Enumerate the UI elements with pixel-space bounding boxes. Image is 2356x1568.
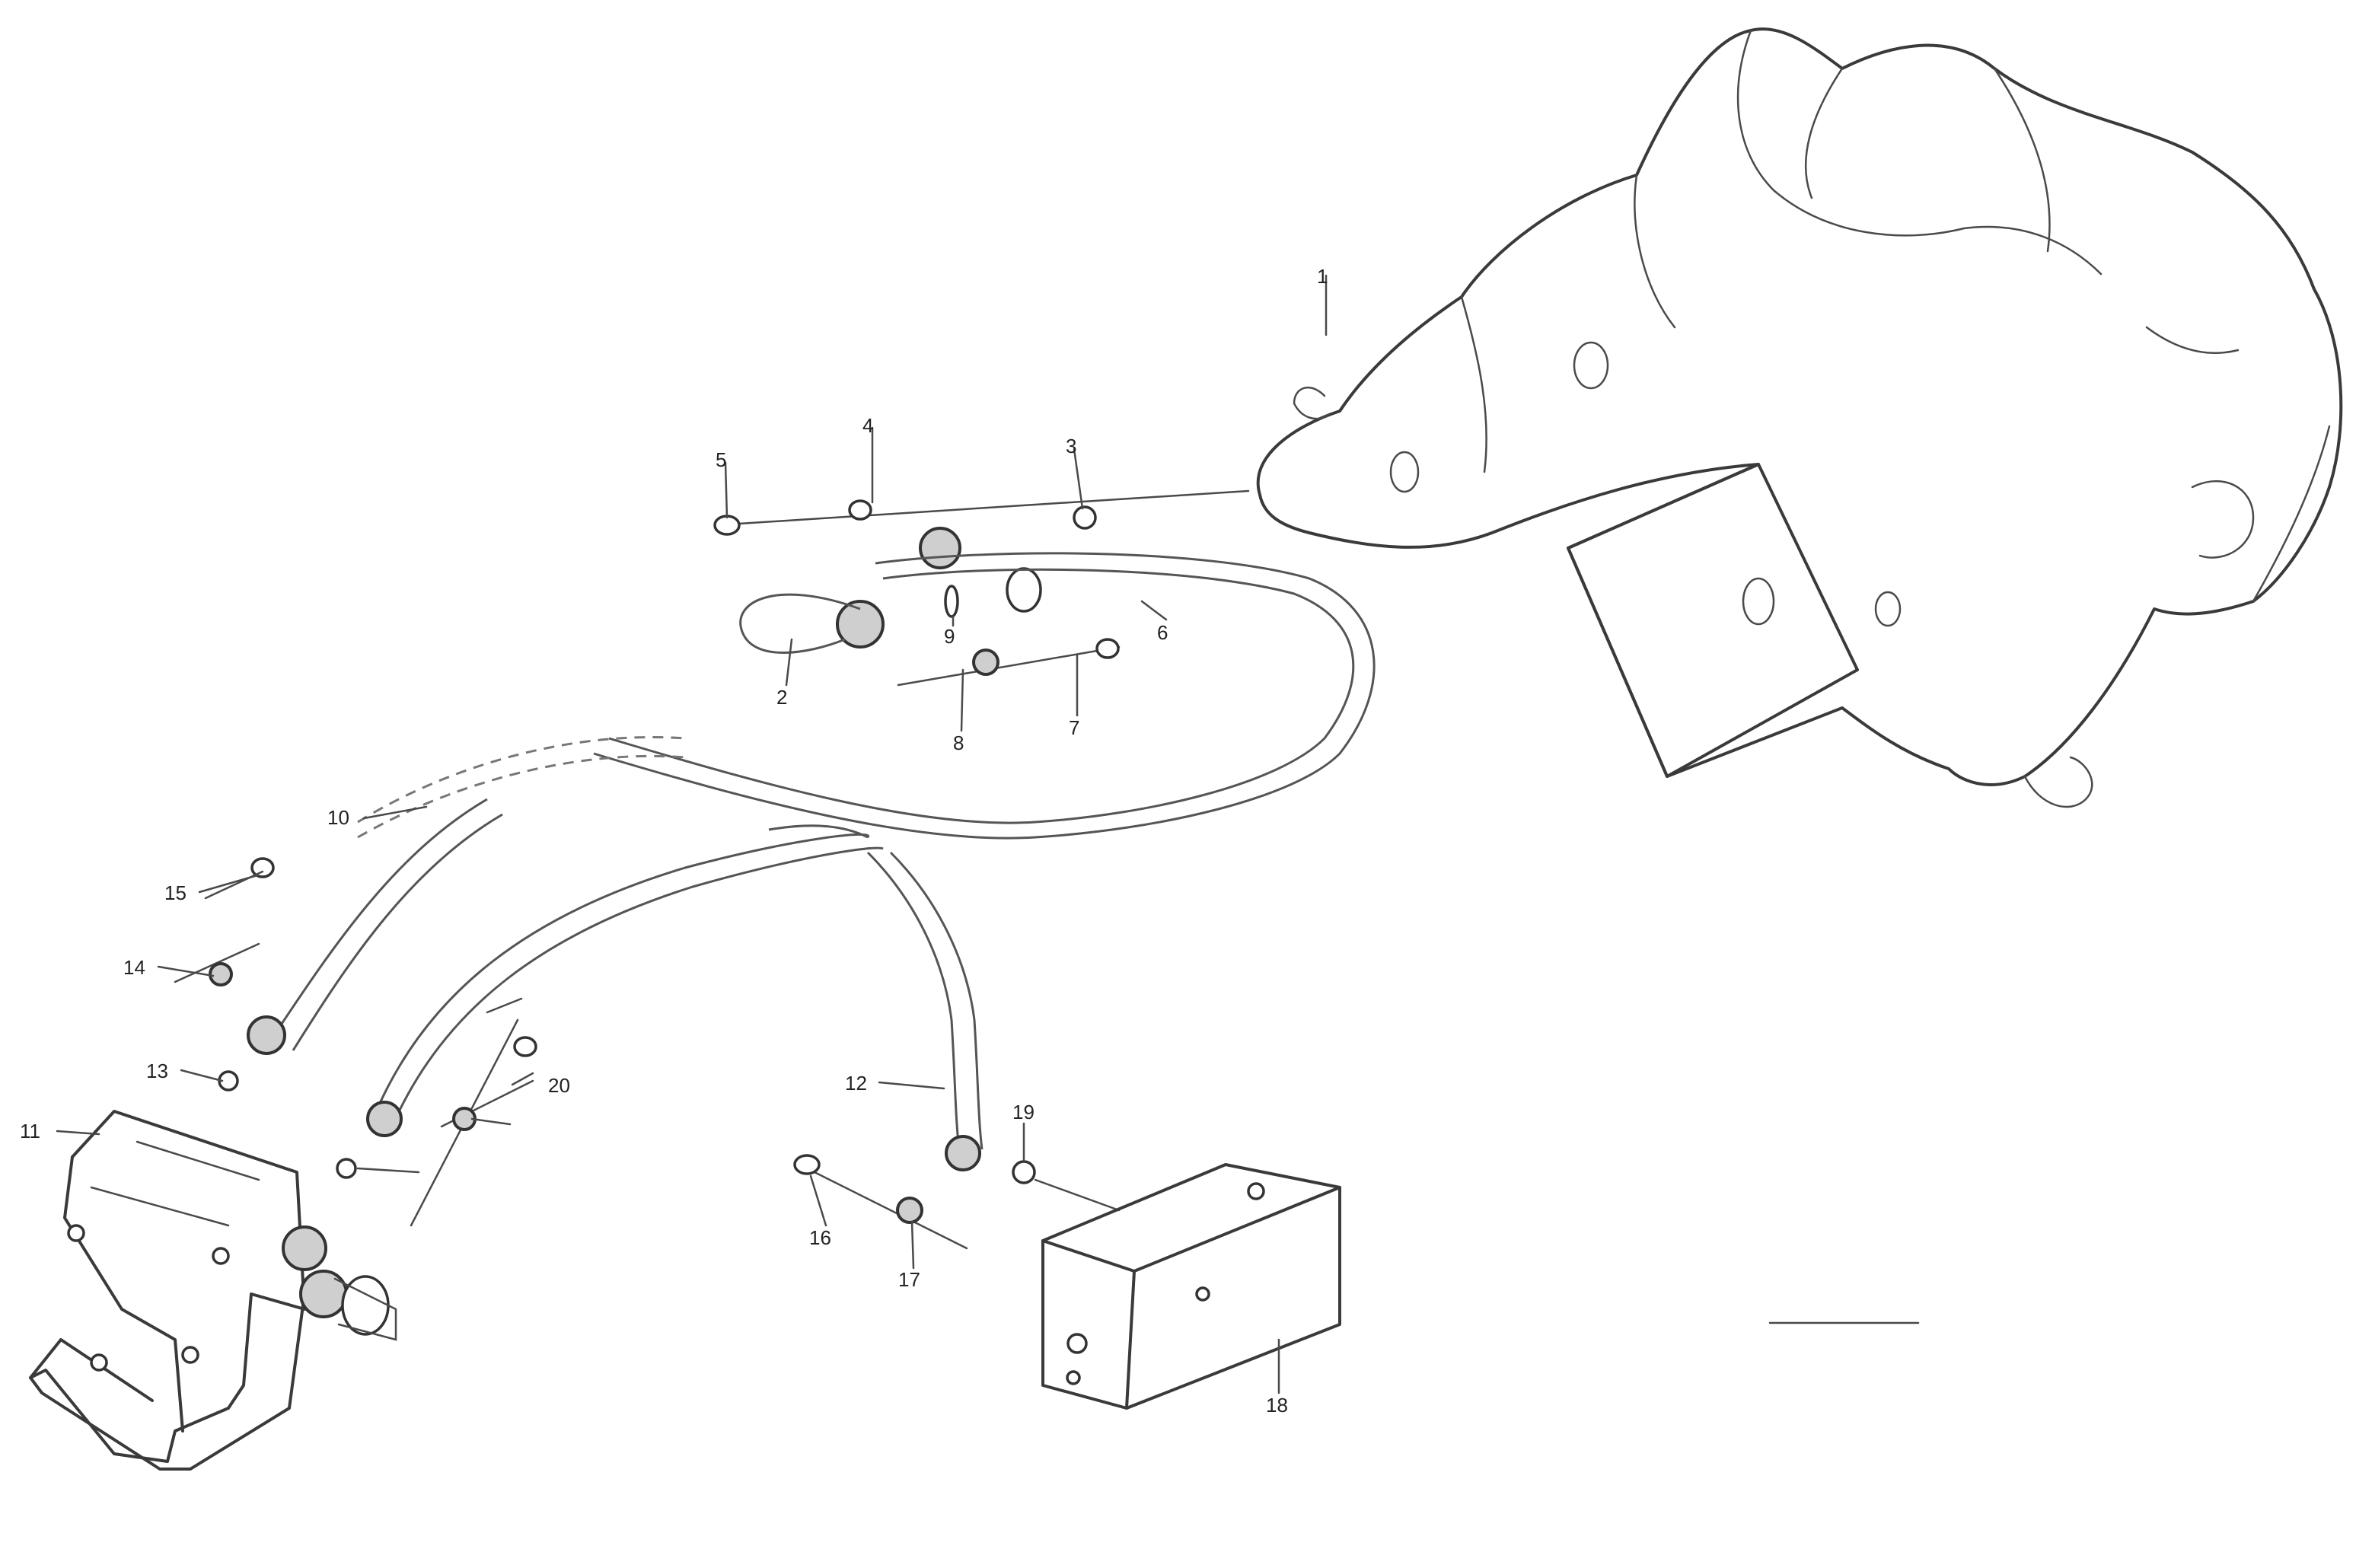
callout-5: 5	[716, 448, 726, 471]
callout-10: 10	[327, 806, 349, 829]
callout-16: 16	[809, 1226, 831, 1249]
callout-15: 15	[164, 881, 187, 904]
lower-fittings	[793, 1135, 1341, 1410]
callout-3: 3	[1066, 435, 1076, 457]
upper-fittings	[593, 489, 1376, 840]
callout-11: 11	[20, 1120, 40, 1143]
hose-routing	[273, 736, 984, 1150]
callout-9: 9	[944, 625, 955, 648]
callout-4: 4	[862, 414, 873, 437]
callout-1: 1	[1317, 265, 1328, 288]
callout-6: 6	[1157, 621, 1168, 644]
callout-19: 19	[1012, 1101, 1035, 1123]
callout-labels: 1 2 3 4 5 6 7 8 9 10 11 12 13 14 15 16 1…	[20, 265, 1328, 1417]
callout-13: 13	[146, 1060, 168, 1082]
callout-8: 8	[953, 731, 964, 754]
callout-2: 2	[776, 686, 787, 709]
leader-lines	[56, 274, 1328, 1394]
callout-7: 7	[1069, 716, 1079, 739]
gearbox-housing	[1256, 27, 2343, 808]
callout-12: 12	[845, 1072, 867, 1095]
valve-block-bracket	[29, 1110, 397, 1471]
callout-14: 14	[123, 956, 145, 979]
callout-17: 17	[898, 1268, 920, 1291]
callout-20: 20	[548, 1074, 570, 1097]
callout-18: 18	[1266, 1394, 1288, 1417]
